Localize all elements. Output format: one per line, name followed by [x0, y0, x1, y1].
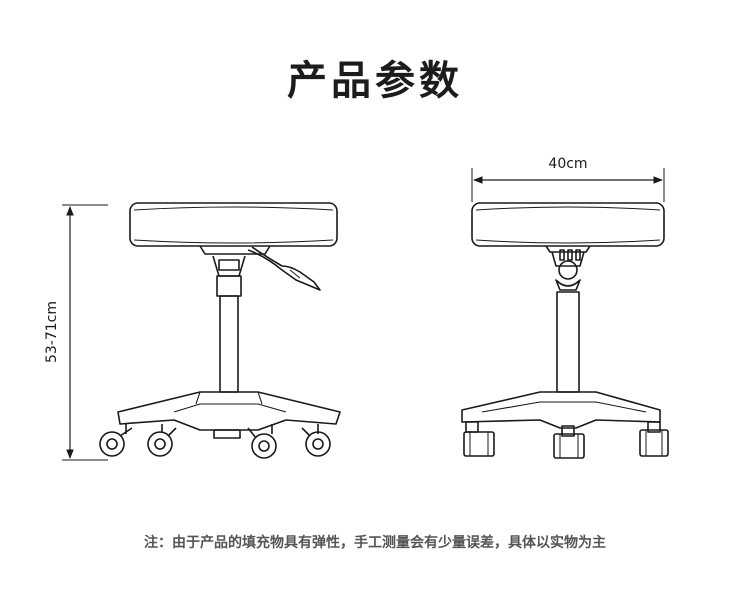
- disclaimer-note: 注：由于产品的填充物具有弹性，手工测量会有少量误差，具体以实物为主: [144, 535, 606, 551]
- page-title: 产品参数: [287, 58, 463, 104]
- height-label: 53-71cm: [44, 301, 60, 363]
- front-view: [461, 202, 669, 459]
- gas-lever: [247, 246, 321, 291]
- side-view: [99, 202, 341, 459]
- star-base: [117, 391, 341, 431]
- front-seat-cushion: [471, 202, 665, 247]
- seat-cushion: [129, 202, 338, 247]
- front-star-base: [461, 391, 661, 429]
- width-label: 40cm: [548, 156, 587, 172]
- front-gas-cylinder: [556, 291, 580, 393]
- front-caster-wheels: [463, 421, 669, 459]
- caster-wheels: [99, 424, 331, 459]
- gas-cylinder: [216, 275, 242, 297]
- height-dimension: 53-71cm: [44, 204, 108, 461]
- width-dimension: 40cm: [471, 156, 665, 202]
